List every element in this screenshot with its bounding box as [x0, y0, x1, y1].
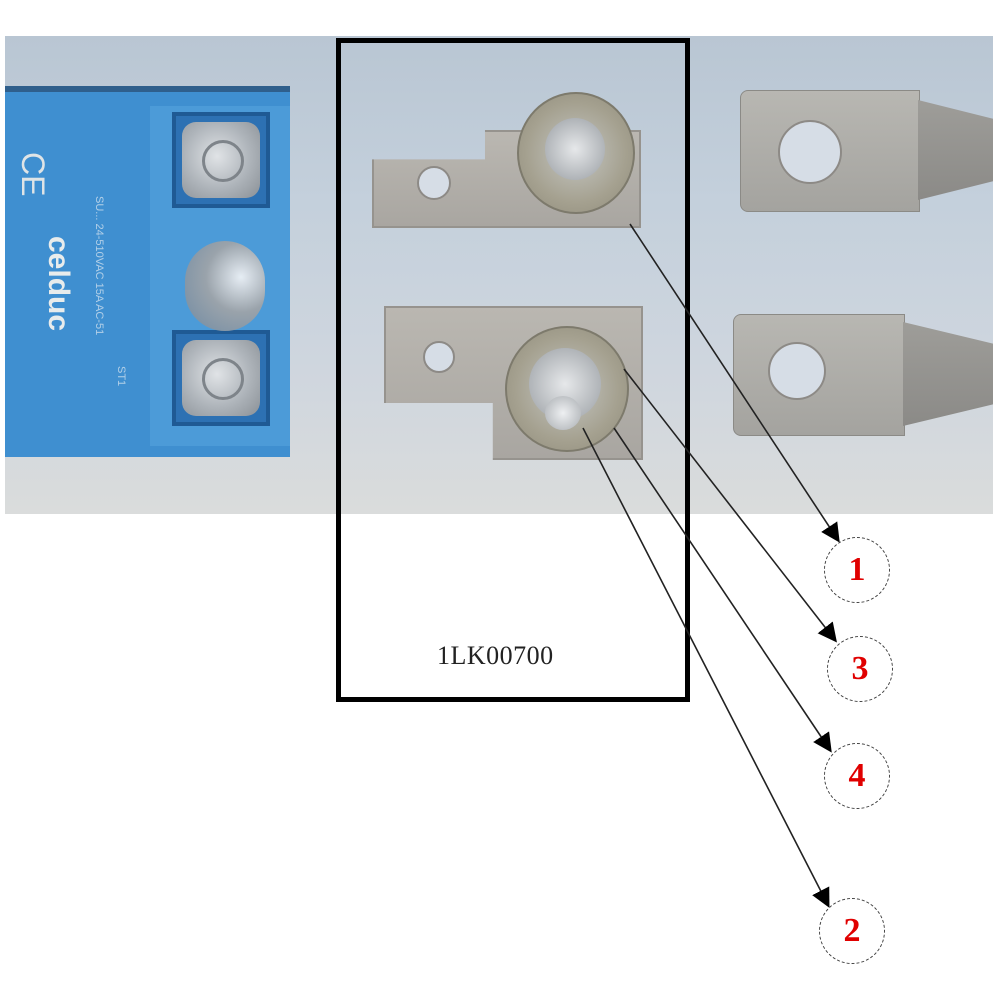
callout-1: 1: [824, 537, 890, 603]
adapter-hole-icon: [417, 166, 451, 200]
adapter-hole-icon: [423, 341, 455, 373]
screw-head-upper: [545, 118, 605, 180]
callout-number: 2: [843, 912, 861, 949]
terminal-screw-icon: [182, 122, 260, 198]
lug-hole-icon: [768, 342, 826, 400]
callout-4: 4: [824, 743, 890, 809]
callout-number: 4: [848, 757, 866, 794]
relay-brand-label: celduc: [42, 236, 75, 332]
callout-number: 3: [851, 650, 869, 687]
part-highlight-box: [336, 38, 690, 702]
callout-3: 3: [827, 636, 893, 702]
cable-lug-upper-neck: [918, 100, 993, 200]
solid-state-relay: CE celduc SU... 24-510VAC 15A AC-51 ST1: [5, 86, 295, 457]
callout-number: 1: [848, 551, 866, 588]
screw-stud-end: [545, 396, 581, 430]
relay-output-stud: [185, 241, 265, 331]
cable-lug-lower-neck: [903, 322, 993, 426]
callout-2: 2: [819, 898, 885, 964]
relay-spec-line: SU... 24-510VAC 15A AC-51: [93, 196, 105, 336]
relay-terminal-upper: [172, 112, 270, 208]
relay-spec-line-2: ST1: [115, 366, 127, 387]
terminal-screw-icon: [182, 340, 260, 416]
ce-mark: CE: [15, 152, 51, 197]
lug-hole-icon: [778, 120, 842, 184]
relay-terminal-lower: [172, 330, 270, 426]
part-number-label: 1LK00700: [437, 641, 554, 670]
